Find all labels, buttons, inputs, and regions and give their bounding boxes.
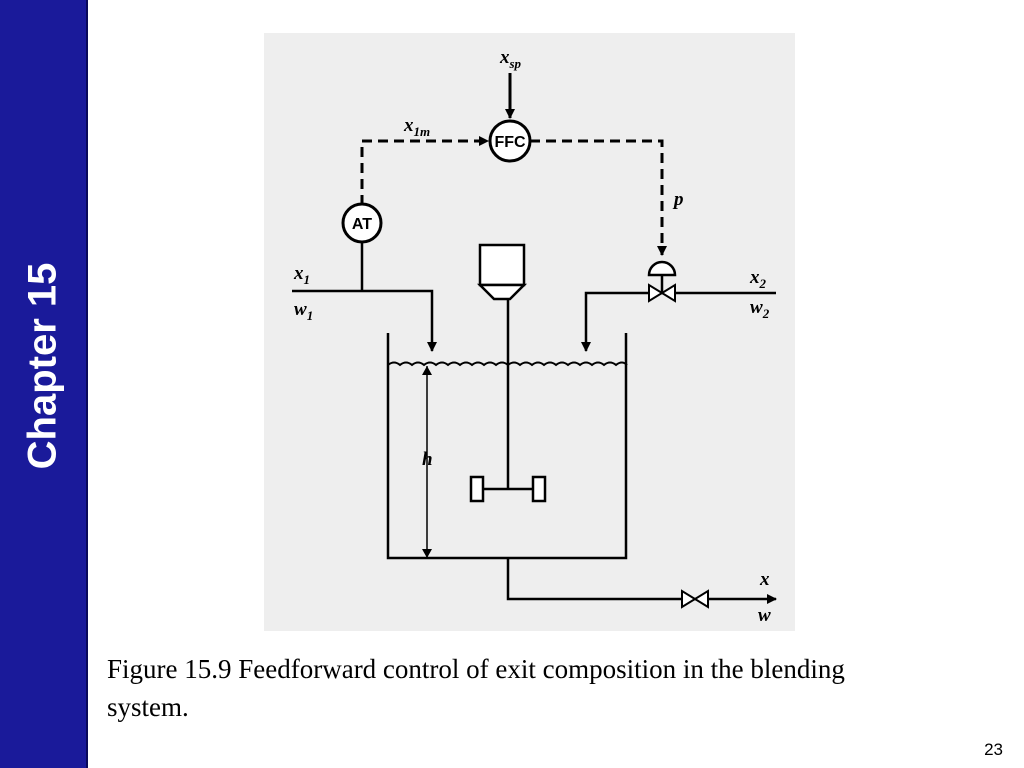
chapter-label: Chapter 15 (20, 262, 65, 470)
x2-label: x2 (749, 267, 767, 291)
mixer-motor (476, 243, 528, 301)
outlet-pipe (506, 558, 777, 604)
level-arrow-bottom (422, 549, 432, 558)
x1m-label: x1m (403, 115, 430, 139)
control-valve (647, 260, 677, 303)
x-outlet-label: x (759, 569, 770, 590)
p-label: p (672, 189, 684, 210)
controller-output-line (530, 139, 667, 256)
w1-label: w1 (294, 299, 313, 323)
xsp-label: xsp (499, 47, 522, 71)
w2-label: w2 (750, 297, 770, 321)
figure-panel: xsp FFC x1m AT p x1 w1 x2 w2 (264, 33, 795, 631)
stream2-inlet-pipe (581, 291, 776, 352)
page-number: 23 (984, 740, 1003, 759)
at-label: AT (352, 216, 372, 233)
figure-caption: Figure 15.9 Feedforward control of exit … (107, 654, 845, 722)
liquid-surface (387, 361, 628, 367)
sidebar: Chapter 15 (0, 0, 88, 768)
w-outlet-label: w (758, 605, 771, 626)
h-label: h (422, 449, 433, 470)
stream1-inlet-pipe (292, 289, 437, 352)
x1-label: x1 (293, 263, 310, 287)
outlet-valve (681, 589, 709, 609)
level-arrow-top (422, 366, 432, 375)
blending-system-diagram: xsp FFC x1m AT p x1 w1 x2 w2 (292, 47, 777, 626)
impeller (469, 475, 547, 503)
measurement-signal-line (360, 136, 489, 205)
ffc-label: FFC (494, 134, 526, 151)
